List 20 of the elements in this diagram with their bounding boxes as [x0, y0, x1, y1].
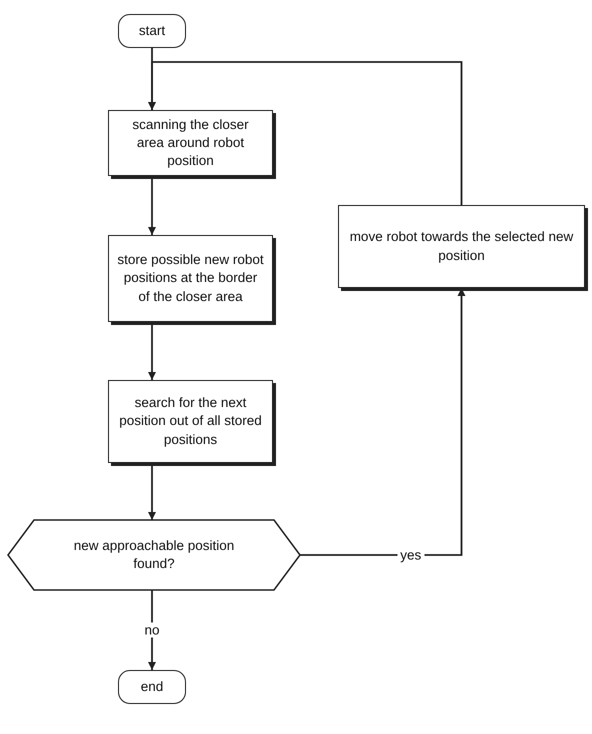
- arrow: [148, 590, 156, 670]
- process-box: [108, 110, 273, 176]
- node-text: store possible new robot positions at the border of the closer area: [117, 251, 264, 306]
- arrow: [148, 61, 462, 205]
- process-box: [338, 205, 585, 288]
- node-text: move robot towards the selected new position: [348, 228, 574, 265]
- process-box: [108, 380, 273, 463]
- arrow: [300, 288, 466, 556]
- terminal-box: [118, 14, 186, 48]
- decision-hexagon: [8, 520, 300, 590]
- terminal-box: [118, 670, 186, 704]
- node-text: end: [140, 678, 164, 696]
- node-text: new approachable position found?: [72, 536, 236, 573]
- arrow: [148, 176, 156, 235]
- node-text: scanning the closer area around robot position: [131, 116, 250, 170]
- node-text: search for the next position out of all stored positions: [118, 394, 263, 449]
- arrow: [148, 463, 156, 520]
- node-text: start: [138, 22, 166, 40]
- process-box: [108, 235, 273, 322]
- arrow: [148, 322, 156, 380]
